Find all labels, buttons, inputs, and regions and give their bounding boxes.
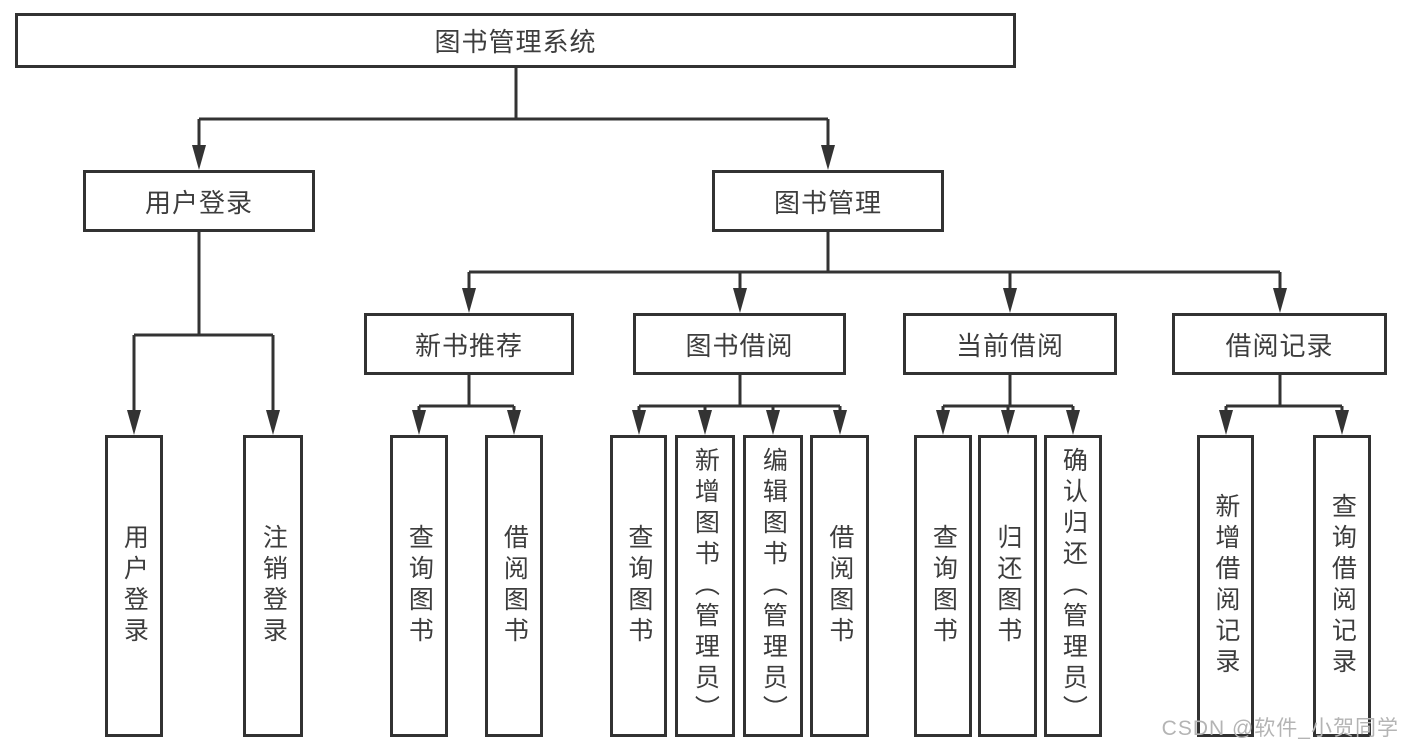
node-root-library-system: 图书管理系统	[15, 13, 1016, 68]
arrowheads	[127, 145, 1349, 435]
node-label: 借阅图书	[500, 524, 529, 648]
node-label: 查询图书	[929, 524, 958, 648]
node-label: 注销登录	[259, 524, 288, 648]
node-label: 确认归还（管理员）	[1059, 446, 1088, 726]
node-label: 编辑图书（管理员）	[759, 446, 788, 726]
node-label: 当前借阅	[955, 330, 1064, 361]
node-label: 归还图书	[993, 524, 1022, 648]
node-book-management: 图书管理	[712, 170, 944, 232]
node-label: 新书推荐	[414, 330, 523, 361]
node-label: 图书管理	[773, 187, 882, 218]
leaf-query-borrow-record: 查询借阅记录	[1313, 435, 1371, 737]
leaf-query-books-recommend: 查询图书	[390, 435, 448, 737]
csdn-watermark: CSDN @软件_小贺同学	[1161, 717, 1399, 740]
leaf-borrow-books: 借阅图书	[810, 435, 869, 737]
node-label: 用户登录	[144, 187, 253, 218]
leaf-query-books-borrow: 查询图书	[610, 435, 667, 737]
node-label: 查询图书	[405, 524, 434, 648]
node-label: 查询借阅记录	[1328, 493, 1357, 679]
node-book-borrow: 图书借阅	[633, 313, 846, 375]
node-new-book-recommend: 新书推荐	[364, 313, 574, 375]
node-label: 用户登录	[120, 524, 149, 648]
leaf-logout: 注销登录	[243, 435, 303, 737]
node-label: 新增图书（管理员）	[691, 446, 720, 726]
leaf-add-borrow-record: 新增借阅记录	[1197, 435, 1254, 737]
leaf-query-books-current: 查询图书	[914, 435, 972, 737]
leaf-add-books-admin: 新增图书（管理员）	[675, 435, 735, 737]
leaf-borrow-books-recommend: 借阅图书	[485, 435, 543, 737]
node-current-borrow: 当前借阅	[903, 313, 1117, 375]
node-borrow-records: 借阅记录	[1172, 313, 1387, 375]
node-user-login: 用户登录	[83, 170, 315, 232]
node-label: 借阅记录	[1225, 330, 1334, 361]
node-label: 借阅图书	[825, 524, 854, 648]
leaf-return-books: 归还图书	[978, 435, 1037, 737]
leaf-edit-books-admin: 编辑图书（管理员）	[743, 435, 803, 737]
leaf-confirm-return-admin: 确认归还（管理员）	[1044, 435, 1102, 737]
node-label: 新增借阅记录	[1211, 493, 1240, 679]
leaf-user-login: 用户登录	[105, 435, 163, 737]
node-label: 图书管理系统	[434, 27, 597, 57]
node-label: 图书借阅	[685, 330, 794, 361]
node-label: 查询图书	[624, 524, 653, 648]
